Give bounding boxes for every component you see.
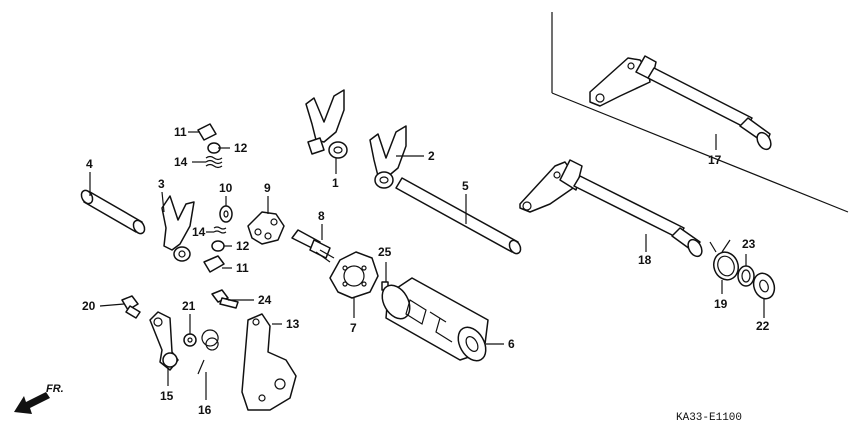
part-8-bolt <box>291 229 335 263</box>
diagram-code: KA33-E1100 <box>676 412 742 424</box>
leader-lines <box>89 131 765 400</box>
part-2-shift-fork <box>369 125 407 189</box>
part-14-lower <box>213 226 227 234</box>
front-arrow-icon <box>14 392 50 414</box>
part-4-pin <box>80 189 146 235</box>
callout-9: 9 <box>264 181 271 195</box>
part-23-collar <box>737 265 755 287</box>
callout-10: 10 <box>219 181 233 195</box>
part-19-spring <box>709 239 740 281</box>
front-label: FR. <box>46 383 64 395</box>
callout-11-lower: 11 <box>236 261 249 275</box>
part-16-spring <box>197 329 219 375</box>
callout-13: 13 <box>286 317 300 331</box>
part-14-upper <box>205 155 223 169</box>
part-9-plate <box>247 211 285 245</box>
part-13-plate <box>241 313 297 411</box>
callout-labels: 1 2 3 4 5 6 7 8 9 10 11 11 12 12 13 14 1… <box>82 125 770 417</box>
callout-22: 22 <box>756 319 770 333</box>
callout-25: 25 <box>378 245 392 259</box>
part-10-nut <box>219 205 233 223</box>
callout-8: 8 <box>318 209 325 223</box>
part-6-shift-drum <box>381 277 489 362</box>
callout-6: 6 <box>508 337 515 351</box>
part-22-washer <box>752 272 776 300</box>
callout-7: 7 <box>350 321 357 335</box>
callout-4: 4 <box>86 157 93 171</box>
callout-18: 18 <box>638 253 652 267</box>
part-11-upper <box>197 123 217 141</box>
part-7-drum-center <box>329 251 379 299</box>
callout-14-lower: 14 <box>192 225 206 239</box>
part-3-shift-fork <box>161 195 195 262</box>
part-18-shift-shaft <box>519 159 703 258</box>
part-20-bolt <box>121 295 141 319</box>
callout-12-lower: 12 <box>236 239 250 253</box>
part-15-arm <box>149 311 179 371</box>
callout-2: 2 <box>428 149 435 163</box>
callout-14-upper: 14 <box>174 155 188 169</box>
inset-frame <box>551 12 849 213</box>
callout-12-upper: 12 <box>234 141 248 155</box>
callout-11-upper: 11 <box>174 125 187 139</box>
part-5-fork-shaft <box>395 177 522 255</box>
part-11-lower <box>203 255 225 273</box>
part-12-lower <box>211 240 225 252</box>
callout-1: 1 <box>332 176 339 190</box>
callout-5: 5 <box>462 179 469 193</box>
part-21-washer <box>183 333 197 347</box>
part-24-bolt <box>211 289 239 309</box>
callout-23: 23 <box>742 237 756 251</box>
callout-20: 20 <box>82 299 96 313</box>
callout-21: 21 <box>182 299 196 313</box>
callout-3: 3 <box>158 177 165 191</box>
callout-24: 24 <box>258 293 272 307</box>
callout-19: 19 <box>714 297 728 311</box>
part-17-shift-shaft-inset <box>589 55 772 151</box>
callout-16: 16 <box>198 403 212 417</box>
callout-15: 15 <box>160 389 174 403</box>
part-1-shift-fork <box>305 89 348 159</box>
callout-17: 17 <box>708 153 722 167</box>
